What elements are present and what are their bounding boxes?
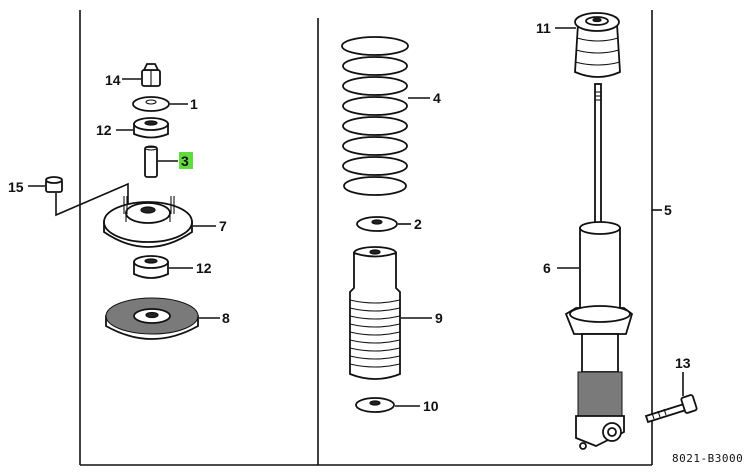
part-10-washer[interactable]: [355, 397, 420, 413]
part-1-washer[interactable]: [132, 96, 188, 112]
label-5: 5: [664, 202, 672, 218]
part-3-collar[interactable]: [144, 145, 178, 178]
part-13-bolt[interactable]: [644, 372, 698, 424]
label-2: 2: [414, 216, 422, 232]
label-4: 4: [433, 90, 441, 106]
label-8: 8: [222, 310, 230, 326]
label-1: 1: [190, 96, 198, 112]
label-7: 7: [219, 218, 227, 234]
label-12-lower: 12: [196, 260, 212, 276]
part-9-dust-boot[interactable]: [349, 246, 432, 380]
label-10: 10: [423, 398, 439, 414]
label-14: 14: [105, 72, 121, 88]
label-3: 3: [181, 153, 189, 169]
diagram-frame: [79, 10, 653, 466]
part-2-washer[interactable]: [356, 216, 411, 232]
label-9: 9: [435, 310, 443, 326]
part-6-shock-absorber[interactable]: [557, 83, 634, 450]
part-12-lower-bushing[interactable]: [133, 255, 193, 279]
label-11: 11: [536, 20, 551, 36]
label-15: 15: [8, 179, 24, 195]
part-4-coil-spring[interactable]: [341, 36, 430, 196]
diagram-code: 8021-B3000: [672, 452, 743, 465]
part-8-spring-seat[interactable]: [105, 297, 220, 340]
part-11-bump-stop[interactable]: [555, 12, 621, 78]
part-12-upper-bushing[interactable]: [116, 117, 169, 139]
label-12-upper: 12: [96, 122, 112, 138]
part-14-nut[interactable]: [122, 63, 161, 87]
part-7-upper-mount[interactable]: [103, 196, 216, 248]
part-15-flange-nut[interactable]: [28, 176, 129, 217]
label-6-inner: 6: [543, 260, 551, 276]
label-3-highlight: [179, 152, 193, 169]
label-13: 13: [675, 355, 691, 371]
